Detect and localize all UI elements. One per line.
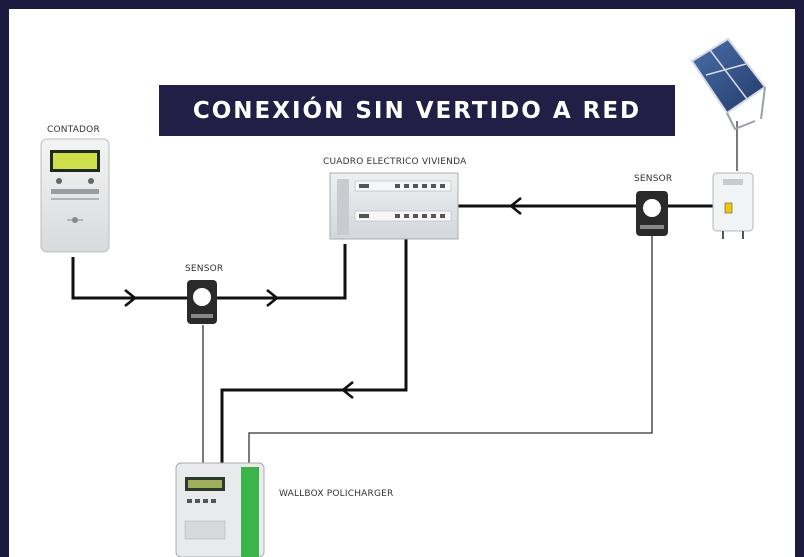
wire-panel-to-charger [220, 238, 408, 465]
diagram-frame: CONEXIÓN SIN VERTIDO A RED CONTADOR CUAD… [9, 9, 795, 557]
wallbox-charger-icon [175, 462, 265, 557]
label-sensor-left: SENSOR [185, 264, 224, 274]
label-panel: CUADRO ELECTRICO VIVIENDA [323, 157, 467, 167]
arrow-left-2 [340, 380, 354, 400]
arrow-right-2 [266, 288, 280, 308]
arrow-right-1 [124, 288, 138, 308]
current-sensor-right-icon [636, 191, 668, 236]
arrow-left-1 [508, 196, 522, 216]
solar-panel-icon [690, 37, 767, 131]
title-banner: CONEXIÓN SIN VERTIDO A RED [159, 85, 675, 136]
arrows [124, 196, 522, 400]
meter-icon [40, 138, 110, 253]
label-charger: WALLBOX POLICHARGER [279, 489, 394, 499]
panel-icon [329, 172, 459, 240]
signal-wires [202, 121, 738, 465]
current-sensor-left-icon [187, 280, 217, 324]
diagram-title: CONEXIÓN SIN VERTIDO A RED [192, 97, 642, 124]
inverter-icon [712, 172, 754, 239]
wire-right-sensor-to-charger [248, 235, 653, 465]
wires [71, 204, 715, 465]
label-sensor-right: SENSOR [634, 174, 673, 184]
diagram-drawing [40, 37, 767, 557]
label-meter: CONTADOR [47, 125, 100, 135]
